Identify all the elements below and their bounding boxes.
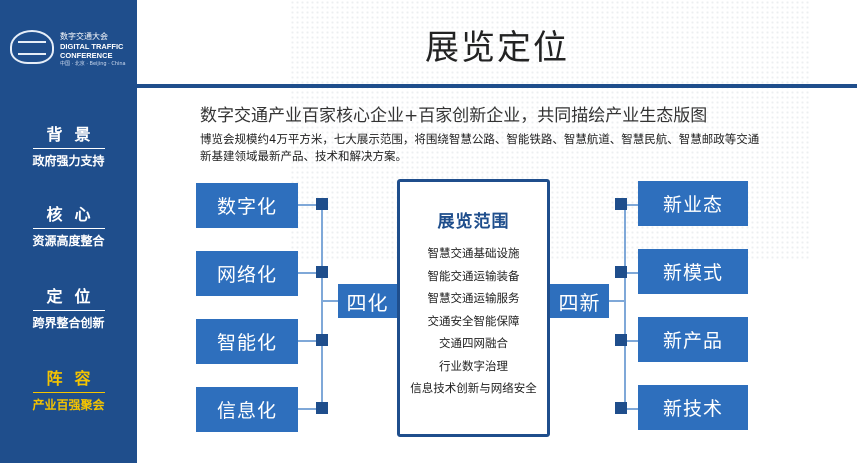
sidebar-item-background[interactable]: 背景 政府强力支持 bbox=[0, 125, 137, 169]
sidebar-item-positioning[interactable]: 定位 跨界整合创新 bbox=[0, 287, 137, 331]
page-subtitle: 数字交通产业百家核心企业+百家创新企业，共同描绘产业生态版图 bbox=[200, 106, 708, 126]
sidebar: 数字交通大会 DIGITAL TRAFFIC CONFERENCE 中国 · 北… bbox=[0, 0, 137, 463]
left-item-informatization: 信息化 bbox=[196, 387, 298, 432]
right-connector-stub bbox=[625, 340, 638, 342]
sidebar-divider bbox=[32, 228, 105, 229]
left-item-intelligentization: 智能化 bbox=[196, 319, 298, 364]
right-connector-stub bbox=[625, 272, 638, 274]
sidebar-item-title: 定位 bbox=[46, 287, 103, 306]
logo-en-line2: CONFERENCE bbox=[60, 51, 113, 60]
left-node bbox=[316, 198, 328, 210]
right-node bbox=[615, 198, 627, 210]
right-node bbox=[615, 334, 627, 346]
left-connector-stub bbox=[298, 204, 316, 206]
right-group-label: 四新 bbox=[550, 284, 609, 318]
right-item-new-product: 新产品 bbox=[638, 317, 748, 362]
logo-en-line1: DIGITAL TRAFFIC bbox=[60, 42, 124, 51]
sidebar-item-subtitle: 资源高度整合 bbox=[32, 234, 105, 248]
title-divider bbox=[137, 84, 857, 88]
right-item-new-technology: 新技术 bbox=[638, 385, 748, 430]
exhibition-scope-list: 智慧交通基础设施 智能交通运输装备 智慧交通运输服务 交通安全智能保障 交通四网… bbox=[400, 242, 547, 400]
sidebar-item-core[interactable]: 核心 资源高度整合 bbox=[0, 205, 137, 249]
logo-cn: 数字交通大会 bbox=[60, 32, 108, 41]
sidebar-divider bbox=[32, 148, 105, 149]
sidebar-item-title: 核心 bbox=[46, 205, 103, 224]
sidebar-divider bbox=[32, 392, 105, 393]
right-node bbox=[615, 402, 627, 414]
sidebar-item-subtitle: 政府强力支持 bbox=[32, 154, 105, 168]
exhibition-scope-title: 展览范围 bbox=[437, 212, 510, 232]
left-node bbox=[316, 402, 328, 414]
right-connector-stub bbox=[625, 204, 638, 206]
exhibition-scope-card: 展览范围 智慧交通基础设施 智能交通运输装备 智慧交通运输服务 交通安全智能保障… bbox=[397, 179, 550, 437]
left-connector-stub bbox=[298, 272, 316, 274]
conference-logo: 数字交通大会 DIGITAL TRAFFIC CONFERENCE 中国 · 北… bbox=[10, 26, 130, 76]
scope-item: 智能交通运输装备 bbox=[427, 268, 520, 283]
left-node bbox=[316, 266, 328, 278]
scope-item: 智慧交通运输服务 bbox=[427, 291, 520, 305]
sidebar-item-title: 阵容 bbox=[46, 369, 103, 388]
scope-item: 交通安全智能保障 bbox=[427, 313, 520, 328]
left-connector-stub bbox=[298, 340, 316, 342]
left-connector-stub bbox=[298, 408, 316, 410]
scope-item: 信息技术创新与网络安全 bbox=[410, 381, 537, 395]
right-item-new-model: 新模式 bbox=[638, 249, 748, 294]
sidebar-item-lineup[interactable]: 阵容 产业百强聚会 bbox=[0, 369, 137, 413]
page-description: 博览会规模约4万平方米，七大展示范围，将围绕智慧公路、智能铁路、智慧航道、智慧民… bbox=[200, 132, 760, 163]
left-group-label: 四化 bbox=[338, 284, 397, 318]
left-item-networking: 网络化 bbox=[196, 251, 298, 296]
left-node bbox=[316, 334, 328, 346]
left-item-digitalization: 数字化 bbox=[196, 183, 298, 228]
page-title: 展览定位 bbox=[425, 28, 569, 68]
sidebar-item-subtitle: 跨界整合创新 bbox=[32, 316, 105, 330]
right-connector-line bbox=[624, 205, 626, 410]
left-to-label-line bbox=[322, 300, 340, 302]
logo-location: 中国 · 北京 · Beijing · China bbox=[60, 61, 126, 67]
sidebar-item-subtitle: 产业百强聚会 bbox=[32, 398, 105, 412]
logo-mark-icon bbox=[10, 30, 54, 64]
scope-item: 行业数字治理 bbox=[439, 358, 508, 373]
scope-item: 交通四网融合 bbox=[439, 336, 508, 350]
left-connector-line bbox=[321, 205, 323, 410]
right-connector-stub bbox=[625, 408, 638, 410]
sidebar-divider bbox=[32, 310, 105, 311]
right-to-label-line bbox=[609, 300, 625, 302]
right-node bbox=[615, 266, 627, 278]
right-item-new-business: 新业态 bbox=[638, 181, 748, 226]
logo-text: 数字交通大会 DIGITAL TRAFFIC CONFERENCE 中国 · 北… bbox=[60, 32, 126, 68]
sidebar-item-title: 背景 bbox=[46, 125, 103, 144]
scope-item: 智慧交通基础设施 bbox=[427, 246, 520, 260]
